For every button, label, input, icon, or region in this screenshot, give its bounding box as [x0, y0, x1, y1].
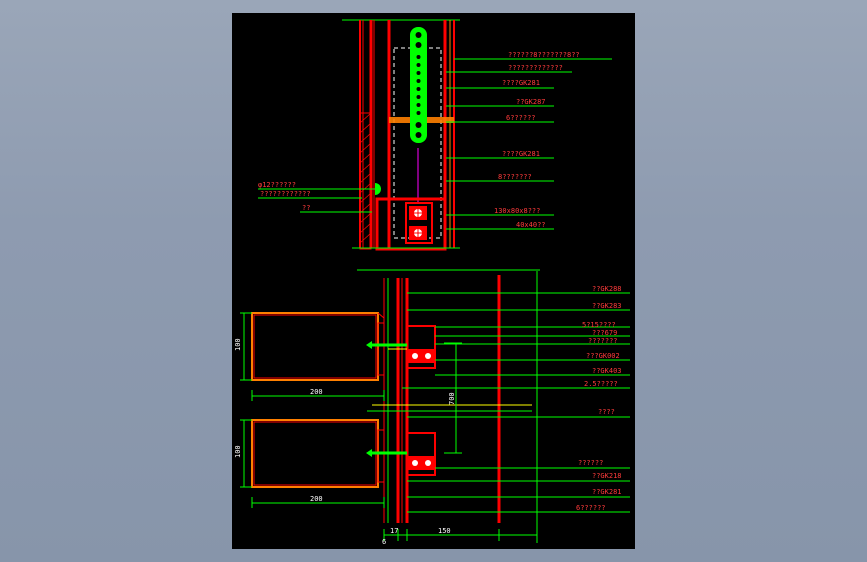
dim-bottom-b: 150	[438, 527, 451, 535]
lower-label-7: ??GK403	[592, 367, 622, 375]
upper-section-detail: ??????8???????8?? ????????????? ????GK28…	[258, 19, 612, 251]
dim-width-1: 200	[310, 388, 323, 396]
upper-label-9: 40x40??	[516, 221, 546, 229]
lower-label-10: ??????	[578, 459, 603, 467]
lower-label-13: 6??????	[576, 504, 606, 512]
lower-label-9: ????	[598, 408, 615, 416]
upper-label-4: ??GK287	[516, 98, 546, 106]
dim-bottom-a: 17	[390, 527, 398, 535]
upper-label-8: 130x80x8???	[494, 207, 540, 215]
upper-left-label-3: ??	[302, 204, 310, 212]
dim-vertical-span: 700	[448, 392, 456, 405]
dim-bottom-c: 6	[382, 538, 386, 546]
upper-left-label-1: φ12??????	[258, 181, 296, 189]
drawing-canvas[interactable]: ??????8???????8?? ????????????? ????GK28…	[232, 13, 635, 549]
upper-left-label-2: ????????????	[260, 190, 311, 198]
lower-label-8: 2.5?????	[584, 380, 618, 388]
lower-label-2: ??GK283	[592, 302, 622, 310]
dim-height-2: 100	[234, 445, 242, 458]
lower-label-4: ???679	[592, 329, 617, 337]
upper-label-6: ????GK281	[502, 150, 540, 158]
lower-label-3: 5?15????	[582, 321, 616, 329]
upper-label-5: 6??????	[506, 114, 536, 122]
lower-label-12: ??GK281	[592, 488, 622, 496]
upper-label-3: ????GK281	[502, 79, 540, 87]
curtain-wall-detail-drawing: ??????8???????8?? ????????????? ????GK28…	[234, 19, 630, 546]
upper-label-2: ?????????????	[508, 64, 563, 72]
upper-label-7: 8???????	[498, 173, 532, 181]
lower-label-6: ???GK002	[586, 352, 620, 360]
dim-height-1: 100	[234, 338, 242, 351]
lower-label-5: ???????	[588, 337, 618, 345]
dim-width-2: 200	[310, 495, 323, 503]
upper-label-1: ??????8???????8??	[508, 51, 580, 59]
lower-label-11: ??GK218	[592, 472, 622, 480]
lower-label-1: ??GK288	[592, 285, 622, 293]
lower-section-detail: ??GK288 ??GK283 5?15???? ???679 ??????? …	[234, 269, 630, 546]
